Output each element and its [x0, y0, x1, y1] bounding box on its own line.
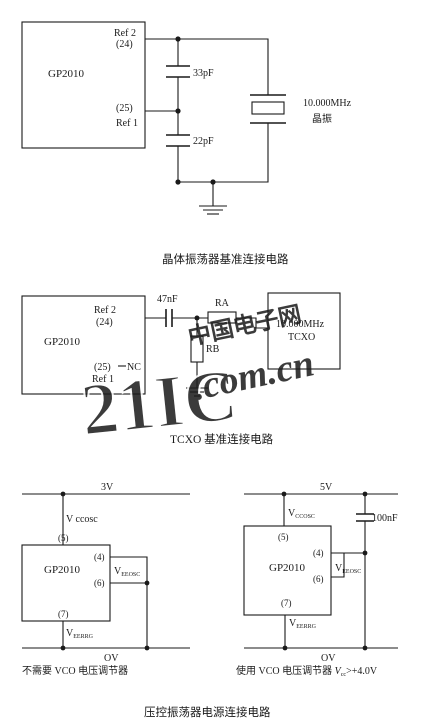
capacitor-22pf [166, 134, 190, 147]
chip-name: GP2010 [44, 336, 81, 348]
cap-100nf-label: 100nF [372, 513, 398, 524]
pin4-label: (4) [313, 548, 324, 558]
crystal-freq: 10.000MHz [303, 98, 352, 109]
ref1-label: Ref 1 [92, 374, 114, 385]
supply-label: 3V [101, 482, 114, 493]
ref2-label: Ref 2 [114, 28, 136, 39]
gp2010-chip-2 [21, 295, 146, 395]
veereg-label: VEERRG [66, 628, 94, 640]
pin4-label: (4) [94, 552, 105, 562]
chip-name: GP2010 [44, 564, 81, 576]
cap-33pf-label: 33pF [193, 68, 214, 79]
caption-with-regulator: 使用 VCO 电压调节器 Vcc>+4.0V [236, 664, 378, 678]
ground-label: OV [321, 653, 336, 664]
svg-text:21IC: 21IC [77, 354, 241, 452]
rb-label: RB [206, 344, 220, 355]
tcxo-freq: 10.000MHz [276, 319, 325, 330]
vccosc-label: V ccosc [66, 514, 98, 525]
tcxo-module [267, 292, 341, 370]
ref2-pin: (24) [96, 317, 113, 328]
pin7-label: (7) [58, 609, 69, 619]
ref1-pin: (25) [116, 103, 133, 114]
pin6-label: (6) [94, 578, 105, 588]
veeosc-label: VEEOSC [114, 566, 140, 578]
ground-symbol [199, 205, 227, 215]
vco-supply-no-regulator: 3V V ccosc (5) GP2010 (4) (6) VEEOSC (7)… [21, 482, 190, 677]
pin7-label: (7) [281, 598, 292, 608]
gp2010-chip-1 [21, 21, 146, 149]
chip-name: GP2010 [269, 562, 306, 574]
ref1-label: Ref 1 [116, 118, 138, 129]
ref2-label: Ref 2 [94, 305, 116, 316]
gp2010-chip-3 [21, 544, 111, 622]
watermark-logo: 21IC 中国电子网 .com.cn [76, 302, 317, 453]
crystal-name: 晶振 [312, 112, 332, 125]
tcxo-name: TCXO [288, 332, 315, 343]
junction-dots [175, 36, 216, 185]
gp2010-chip-4 [243, 525, 332, 616]
caption-vco-supply: 压控振荡器电源连接电路 [144, 705, 271, 719]
ground-symbol [186, 387, 208, 397]
ref2-pin: (24) [116, 39, 133, 50]
capacitor-33pf [166, 65, 190, 78]
ra-label: RA [215, 298, 230, 309]
pin6-label: (6) [313, 574, 324, 584]
cap-47nf-label: 47nF [157, 294, 178, 305]
supply-label: 5V [320, 482, 333, 493]
crystal-wiring [145, 38, 269, 206]
vco-supply-with-regulator: 5V VCCOSC 100nF (5) GP2010 (4) (6) VEEOS… [236, 482, 398, 678]
ground-label: OV [104, 653, 119, 664]
caption-crystal: 晶体振荡器基准连接电路 [162, 252, 289, 266]
cap-22pf-label: 22pF [193, 136, 214, 147]
nc-label: NC [127, 362, 141, 373]
ref1-pin: (25) [94, 362, 111, 373]
crystal-symbol [250, 94, 286, 124]
pin5-label: (5) [278, 532, 289, 542]
tcxo-reference-circuit: GP2010 Ref 2 (24) (25) Ref 1 NC 47nF RA … [21, 292, 341, 446]
chip-name: GP2010 [48, 68, 85, 80]
crystal-reference-circuit: GP2010 Ref 2 (24) (25) Ref 1 33pF 22pF [21, 21, 352, 266]
veeosc-label: VEEOSC [335, 563, 361, 575]
vccosc-label: VCCOSC [288, 508, 315, 520]
veereg-label: VEERRG [289, 618, 317, 630]
capacitor-47nf [165, 309, 173, 327]
caption-no-regulator: 不需要 VCO 电压调节器 [22, 664, 128, 677]
caption-tcxo: TCXO 基准连接电路 [170, 432, 274, 446]
pin5-label: (5) [58, 533, 69, 543]
